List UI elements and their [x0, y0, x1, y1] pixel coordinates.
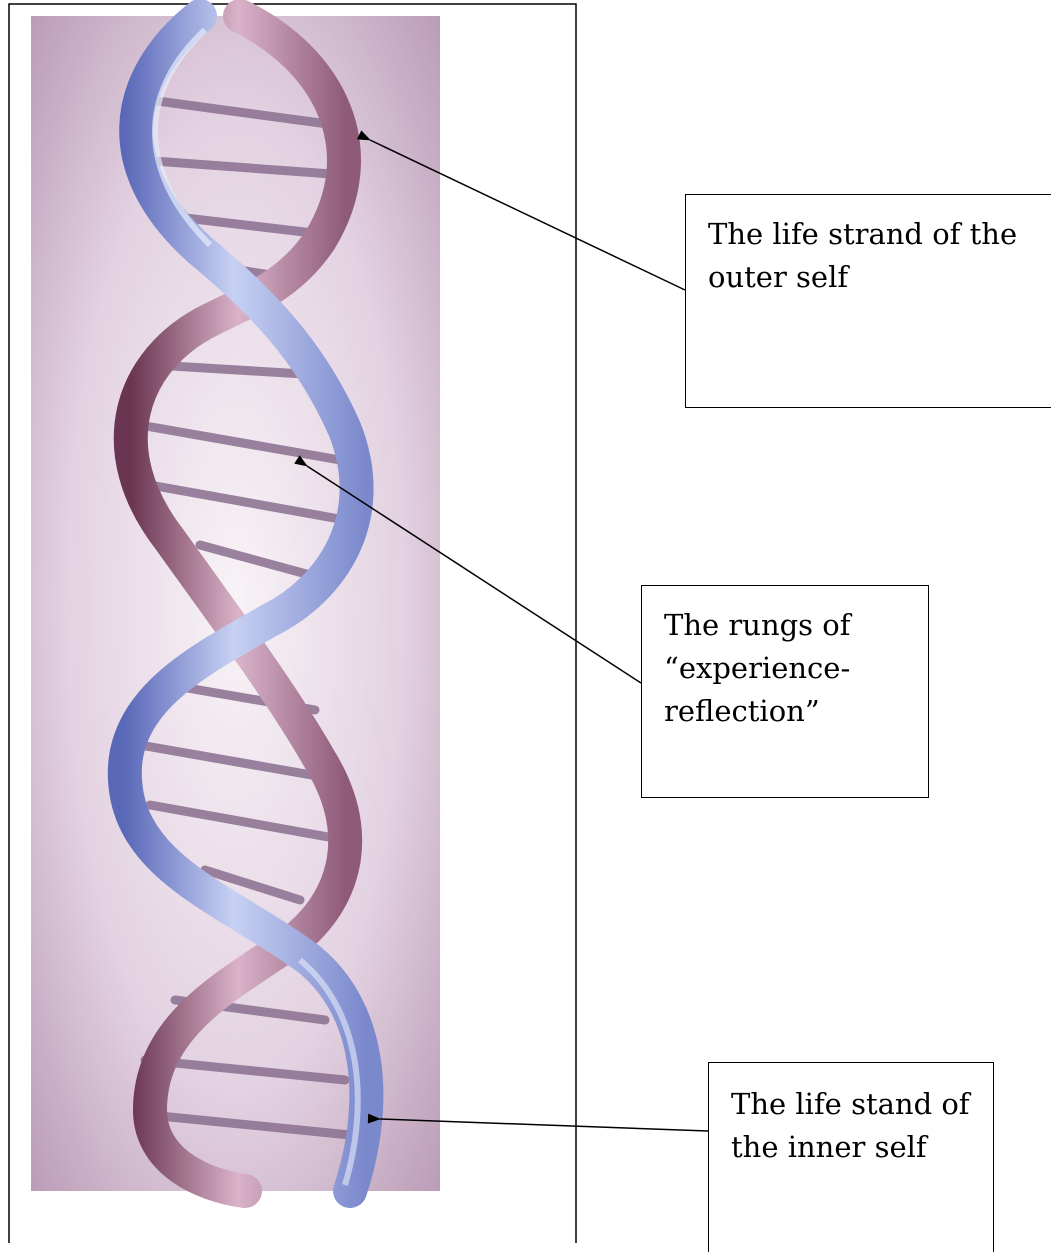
callout-inner-self: The life stand of the inner self — [708, 1062, 994, 1252]
callout-outer-line-1: The life strand of the — [708, 213, 1037, 256]
callout-rungs-line-3: reflection” — [664, 690, 908, 733]
callout-rungs-line-2: “experience- — [664, 647, 908, 690]
callout-inner-line-2: the inner self — [731, 1126, 973, 1169]
callout-rungs-line-1: The rungs of — [664, 604, 908, 647]
callout-inner-line-1: The life stand of — [731, 1083, 973, 1126]
callout-outer-self: The life strand of the outer self — [685, 194, 1051, 408]
callout-outer-line-2: outer self — [708, 256, 1037, 299]
dna-double-helix-icon — [31, 16, 440, 1191]
callout-rungs: The rungs of “experience- reflection” — [641, 585, 929, 798]
